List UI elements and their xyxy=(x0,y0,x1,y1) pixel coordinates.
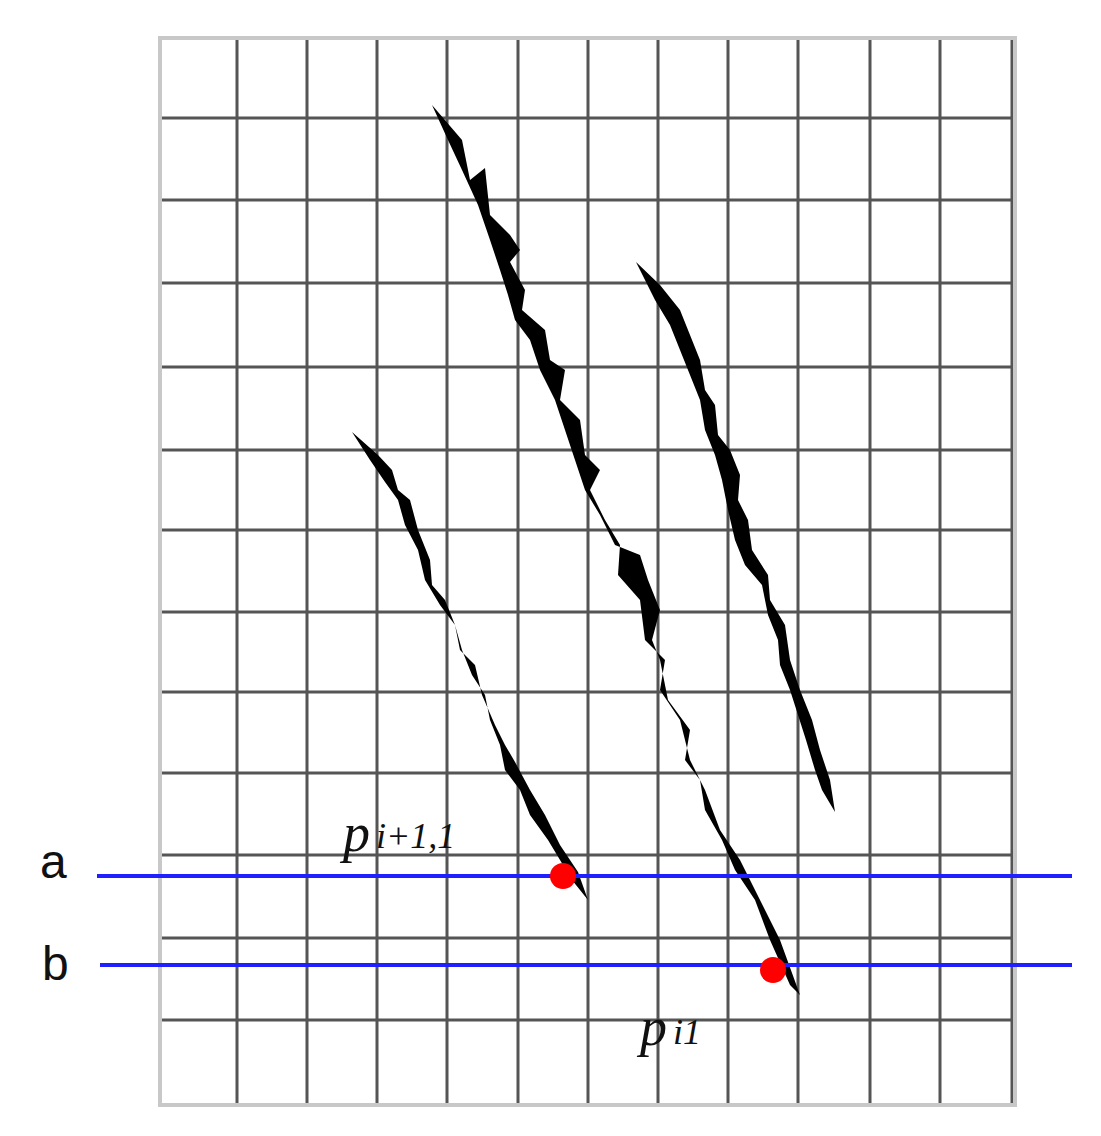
grid-line xyxy=(797,38,800,1105)
grid-line xyxy=(587,38,590,1105)
grid-line xyxy=(517,38,520,1105)
grid-line xyxy=(160,117,1015,120)
claw-cracks xyxy=(352,105,835,995)
grid-line xyxy=(869,38,872,1105)
grid-line xyxy=(160,937,1015,940)
line-label: a xyxy=(40,838,67,886)
crack xyxy=(352,432,588,900)
grid-line xyxy=(446,38,449,1105)
grid-line xyxy=(160,691,1015,694)
line-label: b xyxy=(42,940,69,988)
grid-line xyxy=(160,449,1015,452)
grid-line xyxy=(160,199,1015,202)
grid-line xyxy=(160,1019,1015,1022)
point-label: p xyxy=(343,806,370,860)
crack xyxy=(636,262,835,812)
grid-line xyxy=(160,366,1015,369)
point-subscript: i+1,1 xyxy=(376,818,455,854)
intersection-point xyxy=(550,863,576,889)
grid-line xyxy=(236,38,239,1105)
scan-line xyxy=(100,963,1072,967)
grid-line xyxy=(306,38,309,1105)
grid-line xyxy=(160,282,1015,285)
grid-line xyxy=(939,38,942,1105)
grid-line xyxy=(376,38,379,1105)
scan-line xyxy=(97,874,1072,878)
grid-line xyxy=(160,772,1015,775)
grid-border xyxy=(160,38,1015,1105)
grid-line xyxy=(160,529,1015,532)
grid xyxy=(160,38,1015,1105)
point-label: p xyxy=(640,1000,667,1054)
grid-line xyxy=(657,38,660,1105)
grid-line xyxy=(727,38,730,1105)
grid-line xyxy=(160,611,1015,614)
intersection-point xyxy=(760,957,786,983)
grid-line xyxy=(160,854,1015,857)
point-subscript: i1 xyxy=(673,1014,701,1050)
